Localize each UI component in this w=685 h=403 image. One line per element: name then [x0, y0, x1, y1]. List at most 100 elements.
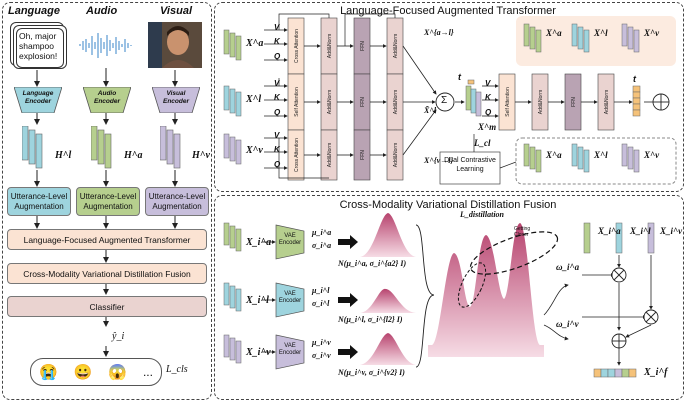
top-input-xa: X^a [246, 38, 264, 49]
t-label-1: t [458, 72, 461, 82]
qkv-q-l: Q [274, 108, 281, 117]
qkv-k-l: K [274, 93, 280, 102]
language-encoder-label: Language Encoder [22, 90, 54, 105]
group-bot-xl: X^l [594, 150, 608, 160]
addnorm-v1-text: Add&Norm [327, 143, 333, 167]
mu-v: μ_i^v [312, 338, 331, 347]
visual-encoder [152, 87, 200, 113]
qkv-k-2: K [485, 93, 491, 102]
omega-v-label: ω_i^v [556, 319, 579, 329]
addnorm-22-text: Add&Norm [604, 90, 610, 114]
audio-waveform-icon [79, 33, 132, 58]
bottom-panel-title: Cross-Modality Variational Distillation … [339, 199, 557, 211]
mu-l: μ_i^l [312, 286, 330, 295]
prediction-label: ŷ_i [112, 331, 125, 342]
fusion-xl: X_i^l [630, 226, 651, 236]
getting-closer-label: Getting Closer [514, 226, 531, 238]
shocked-emoji-icon: 😱 [108, 364, 127, 381]
ffn-2-text: FFN [571, 97, 577, 107]
audio-feature-stack [91, 126, 112, 169]
group-bot-xa: X^a [546, 150, 562, 160]
bottom-input-xl: X_i^l [246, 295, 269, 306]
fusion-xv: X_i^v [660, 226, 683, 236]
ellipsis: ... [142, 365, 153, 379]
self-attn-l-text: Self Attention [294, 87, 300, 117]
language-feature-label: H^l [55, 150, 72, 161]
qkv-k-a: K [274, 37, 280, 46]
lfat-diagram: Cross Attention Add&Norm FFN Add&Norm Se… [223, 13, 677, 185]
ffn-l-text: FFN [360, 97, 366, 107]
bottom-input-xv: X_i^v [246, 347, 271, 358]
group-top-xv: X^v [644, 28, 660, 38]
cl-loss-label: L_cl [474, 138, 491, 148]
vae-encoder-a-label: VAE Encoder [278, 233, 302, 246]
vae-encoder-v-label: VAE Encoder [278, 343, 302, 356]
distillation-loss-label: L_distillation [460, 210, 505, 219]
qkv-k-v: K [274, 145, 280, 154]
qkv-v-v: V [274, 131, 280, 140]
addnorm-a1-text: Add&Norm [327, 34, 333, 58]
ffn-a-text: FFN [360, 41, 366, 51]
top-input-xl: X^l [246, 94, 262, 105]
addnorm-l1-text: Add&Norm [327, 90, 333, 114]
group-top-xl: X^l [594, 28, 608, 38]
modality-language-label: Language [8, 5, 60, 17]
sum-symbol: Σ [441, 95, 448, 106]
modality-audio-label: Audio [86, 5, 118, 17]
visual-encoder-label: Visual Encoder [162, 90, 189, 105]
lfat-step: Language-Focused Augmented Transformer [7, 229, 207, 250]
fused-output-label: X_i^f [644, 367, 668, 378]
bottom-input-xa: X_i^a [246, 237, 272, 248]
audio-feature-label: H^a [124, 150, 143, 161]
addnorm-l2-text: Add&Norm [393, 90, 399, 114]
output-xl-tilde: X̃^l [424, 106, 437, 115]
group-bot-xv: X^v [644, 150, 660, 160]
classifier-step: Classifier [7, 296, 207, 317]
qkv-v-a: V [274, 23, 280, 32]
qkv-q-a: Q [274, 52, 281, 61]
language-augmentation-box: Utterance-Level Augmentation [7, 187, 71, 216]
sigma-v: σ_i^v [312, 351, 331, 360]
sigma-a: σ_i^a [312, 241, 332, 250]
visual-frame-image [148, 22, 202, 68]
group-top-xa: X^a [546, 28, 562, 38]
audio-augmentation-box: Utterance-Level Augmentation [76, 187, 140, 216]
xm-label: X^m [478, 122, 497, 132]
top-input-xv: X^v [246, 145, 263, 156]
transcript-card: Oh, major shampoo explosion! [16, 28, 64, 68]
visual-augmentation-box: Utterance-Level Augmentation [145, 187, 209, 216]
qkv-v-2: V [485, 79, 491, 88]
qkv-q-v: Q [274, 160, 281, 169]
sigma-l: σ_i^l [312, 299, 330, 308]
emoji-result-bar: 😭 😀 😱 ... [30, 358, 162, 386]
visual-feature-label: H^v [192, 150, 210, 161]
cmvdf-step: Cross-Modality Variational Distillation … [7, 263, 207, 284]
audio-encoder [83, 87, 131, 113]
modality-visual-label: Visual [160, 5, 192, 17]
addnorm-v2-text: Add&Norm [393, 143, 399, 167]
normal-a-label: N(μ_i^a, σ_i^{a2} I) [338, 259, 407, 268]
classification-loss-label: L_cls [166, 364, 188, 375]
language-feature-stack [22, 126, 43, 169]
output-xvl: X^{v→l} [424, 156, 454, 165]
audio-encoder-label: Audio Encoder [93, 90, 120, 105]
addnorm-a2-text: Add&Norm [393, 34, 399, 58]
happy-emoji-icon: 😀 [73, 364, 93, 381]
fusion-xa: X_i^a [598, 226, 621, 236]
mu-a: μ_i^a [312, 228, 332, 237]
normal-v-label: N(μ_i^v, σ_i^{v2} I) [338, 368, 405, 377]
self-attn-2-text: Self Attention [505, 87, 511, 117]
normal-l-label: N(μ_i^l, σ_i^{l2} I) [338, 315, 403, 324]
cmvdf-diagram [223, 213, 659, 378]
ffn-v-text: FFN [360, 150, 366, 160]
cross-attn-v-text: Cross Attention [294, 138, 300, 172]
omega-a-label: ω_i^a [556, 262, 580, 272]
cross-attn-a-text: Cross Attention [294, 29, 300, 63]
language-encoder [14, 87, 62, 113]
vae-encoder-l-label: VAE Encoder [278, 291, 302, 304]
crying-emoji-icon: 😭 [38, 364, 58, 381]
qkv-q-2: Q [485, 108, 492, 117]
output-xal: X^{a→l} [424, 28, 454, 37]
visual-feature-stack [160, 126, 181, 169]
